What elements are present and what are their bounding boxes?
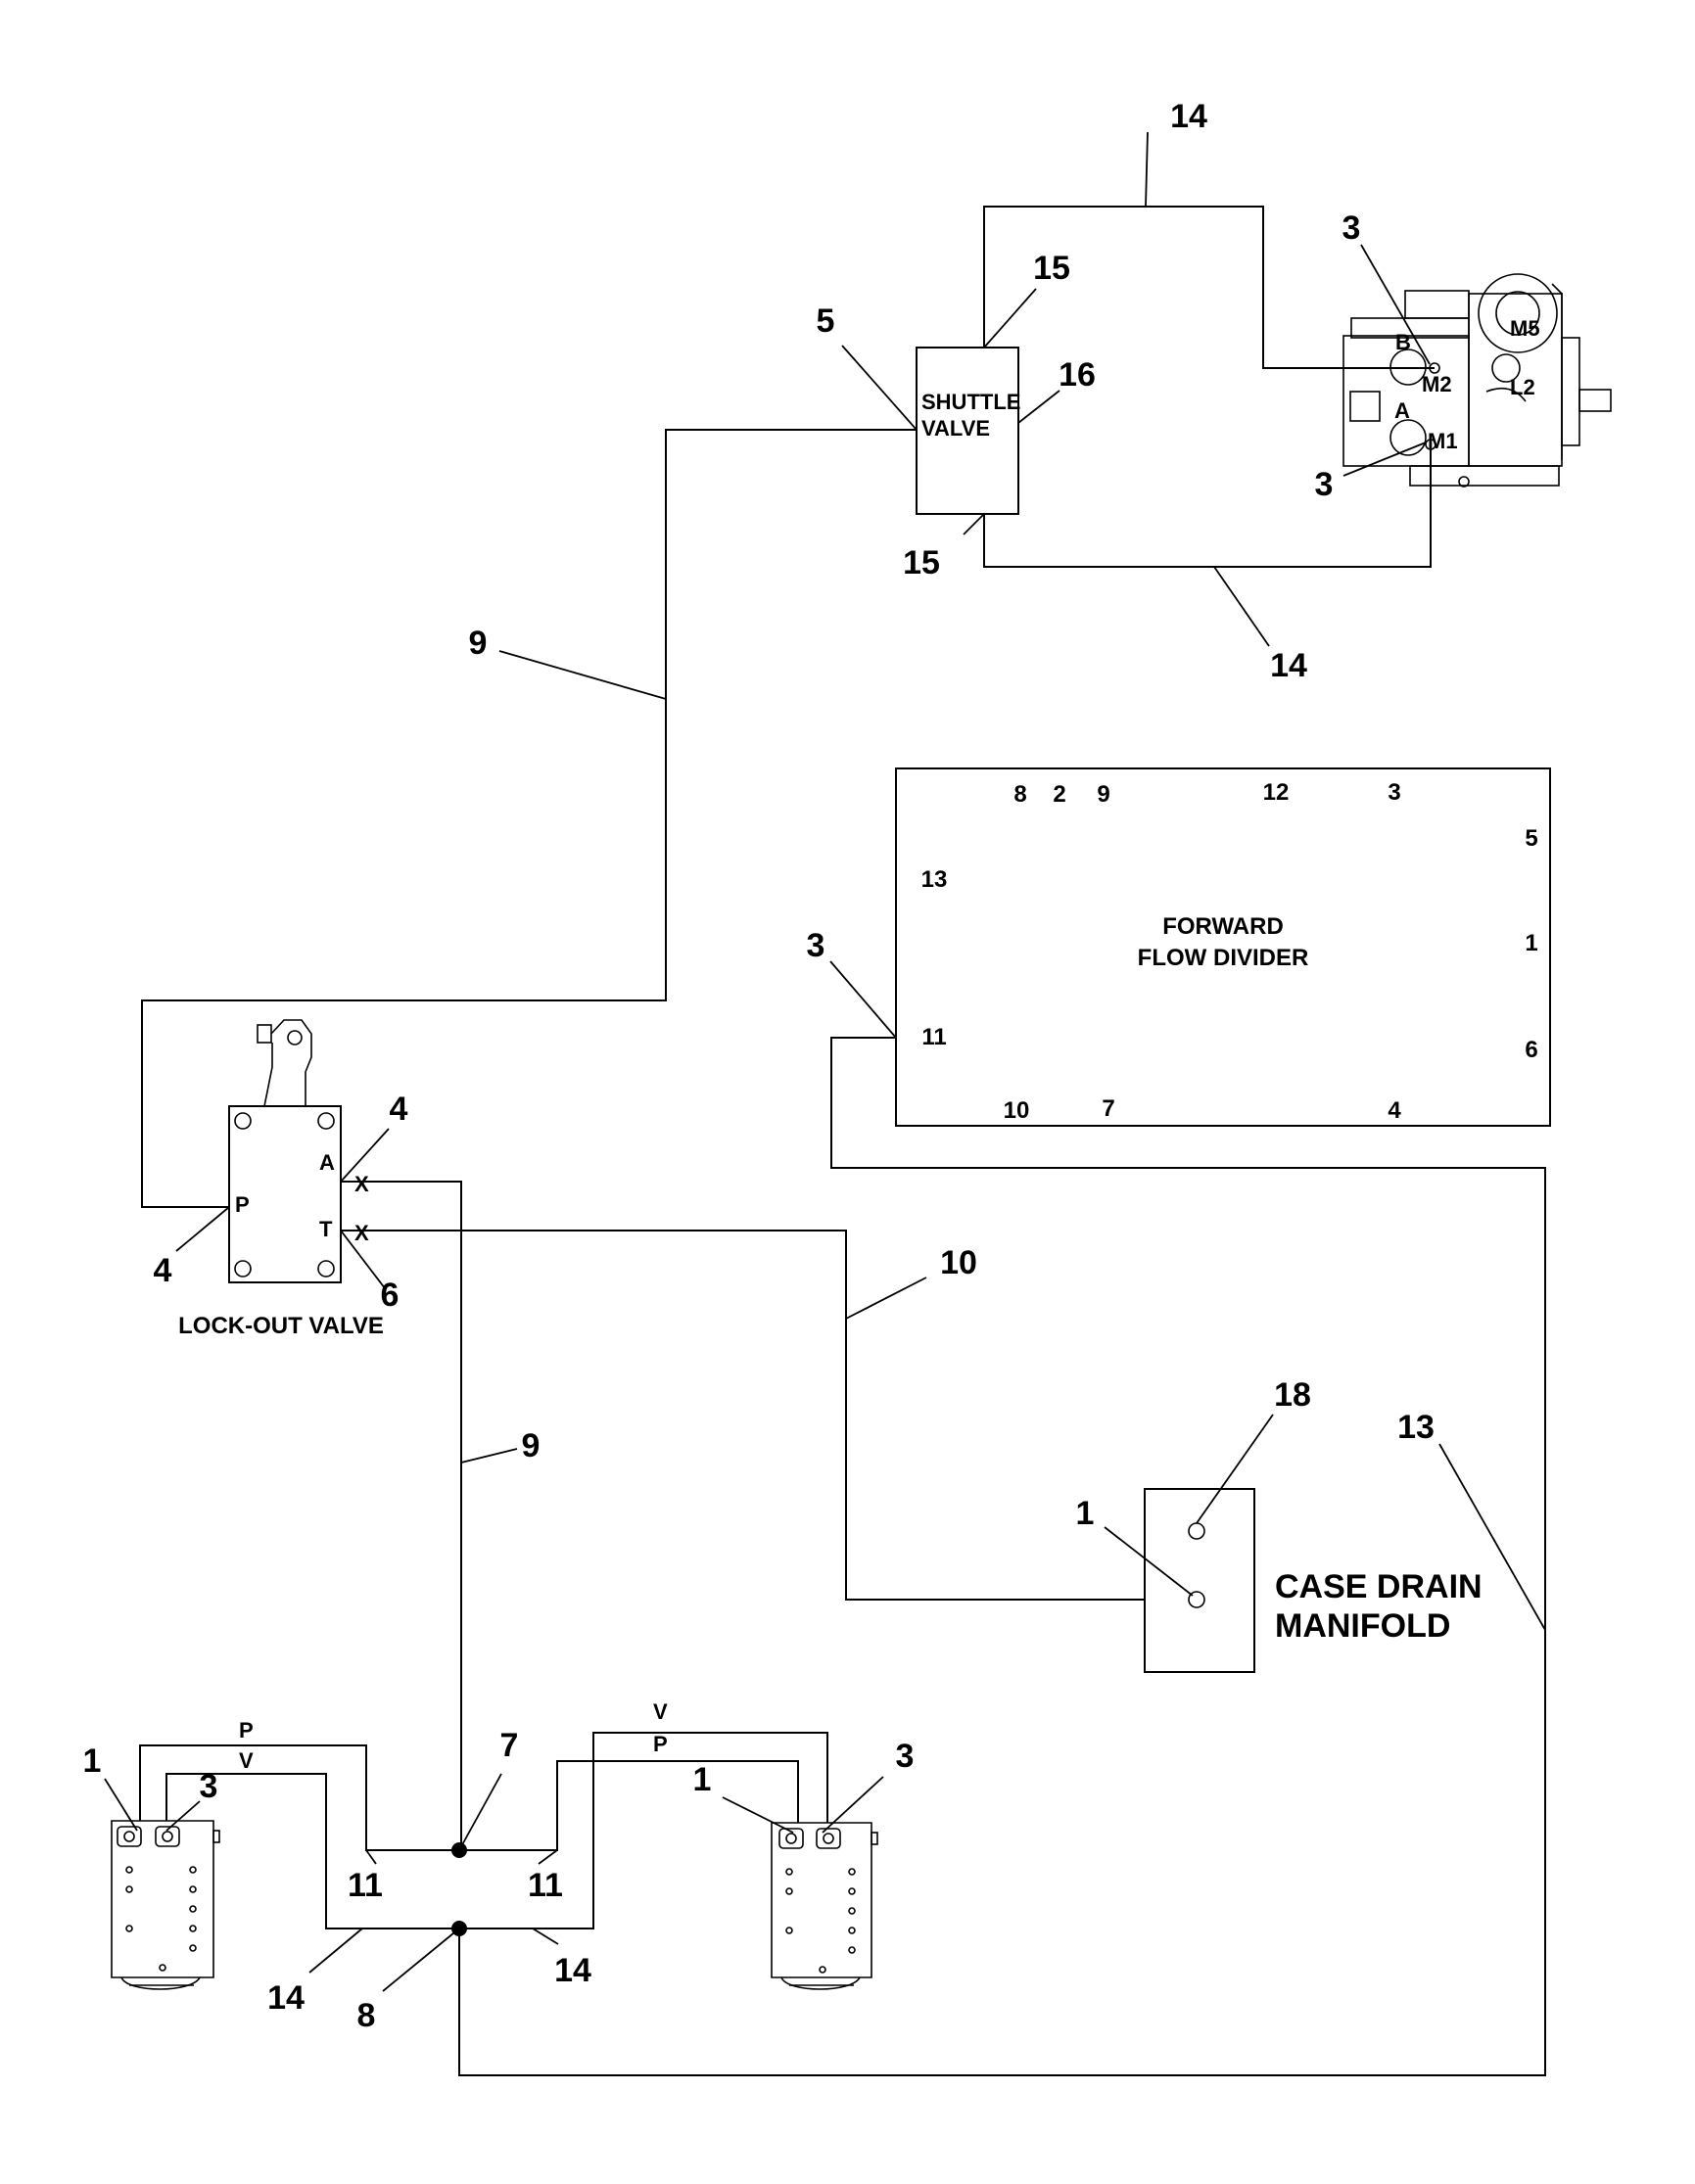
- callout-7: 7: [500, 1727, 519, 1764]
- pump-port-a: A: [1394, 398, 1410, 423]
- callout-14-right: 14: [554, 1952, 591, 1989]
- flow-divider-port-6: 6: [1525, 1037, 1537, 1063]
- callout-5: 5: [817, 302, 835, 340]
- callout-14-left: 14: [267, 1979, 305, 2017]
- hose-10: [341, 1230, 1197, 1601]
- flow-divider-port-9: 9: [1097, 781, 1109, 808]
- hydraulic-pump: B A M2 M1 M5 L2: [1342, 273, 1612, 488]
- hose-13: [458, 1037, 1546, 2076]
- forward-flow-divider: FORWARD FLOW DIVIDER 8 2 9 12 3 5 1 6 13…: [895, 767, 1551, 1127]
- flow-divider-port-2: 2: [1053, 781, 1065, 808]
- hose-14-lower: [983, 444, 1432, 568]
- shuttle-valve-label-1: SHUTTLE: [921, 390, 1020, 414]
- callout-11-left: 11: [348, 1867, 383, 1904]
- pump-port-m2: M2: [1422, 372, 1452, 396]
- shuttle-valve-label-2: VALVE: [921, 416, 990, 441]
- callout-14-top: 14: [1170, 98, 1207, 135]
- callout-13: 13: [1397, 1409, 1435, 1446]
- callout-14-lower: 14: [1270, 647, 1307, 684]
- flow-divider-label-1: FORWARD: [1162, 913, 1284, 940]
- flow-divider-port-1: 1: [1525, 930, 1537, 956]
- wheel-motor-right: V P: [653, 1699, 878, 1990]
- shuttle-valve: SHUTTLE VALVE: [916, 347, 1020, 515]
- hose-9-lower: [341, 1181, 462, 1850]
- callout-3-pump-upper: 3: [1342, 209, 1361, 247]
- lockout-valve: A P T X X LOCK-OUT VALVE: [178, 1019, 384, 1339]
- callout-15-lower: 15: [903, 544, 940, 581]
- callout-1-left-motor: 1: [83, 1743, 102, 1780]
- hose-14-left: [165, 1773, 459, 1929]
- pump-port-l2: L2: [1510, 375, 1535, 399]
- callout-15-upper: 15: [1033, 250, 1070, 287]
- callout-8: 8: [357, 1997, 376, 2034]
- callout-9-upper: 9: [469, 625, 488, 662]
- callout-1-right-motor: 1: [693, 1761, 712, 1798]
- flow-divider-port-3: 3: [1388, 779, 1400, 806]
- flow-divider-port-7: 7: [1102, 1095, 1114, 1122]
- callout-9-lower: 9: [522, 1427, 541, 1464]
- callout-18: 18: [1274, 1376, 1311, 1414]
- callout-16: 16: [1059, 356, 1096, 394]
- lockout-x-t: X: [354, 1221, 369, 1245]
- flow-divider-port-10: 10: [1004, 1097, 1030, 1124]
- left-motor-port-p: P: [239, 1718, 254, 1743]
- right-motor-port-v: V: [653, 1699, 668, 1724]
- hose-14-right: [459, 1732, 828, 1929]
- hose-11-left: [139, 1744, 459, 1851]
- case-drain-label-1: CASE DRAIN: [1275, 1568, 1483, 1605]
- flow-divider-port-5: 5: [1525, 825, 1537, 852]
- callout-4-p: 4: [154, 1252, 172, 1289]
- lockout-port-p: P: [235, 1192, 250, 1217]
- callout-3-pump-lower: 3: [1315, 466, 1334, 503]
- lockout-port-a: A: [319, 1150, 335, 1175]
- lockout-valve-label: LOCK-OUT VALVE: [178, 1313, 384, 1339]
- callout-4-a: 4: [390, 1091, 408, 1128]
- callout-3-right-motor: 3: [896, 1738, 915, 1775]
- callout-3-left-motor: 3: [200, 1768, 218, 1805]
- leader-lines: [104, 131, 1546, 1992]
- flow-divider-port-12: 12: [1263, 779, 1290, 806]
- callout-6: 6: [381, 1277, 400, 1314]
- lockout-x-a: X: [354, 1172, 369, 1196]
- flow-divider-port-8: 8: [1013, 781, 1026, 808]
- callout-11-right: 11: [528, 1867, 563, 1904]
- callouts: 14 3 15 5 16 3 15 14 9 3 4 4 6 10 18 13 …: [83, 98, 1435, 2034]
- flow-divider-port-11: 11: [921, 1024, 946, 1050]
- pump-port-b: B: [1395, 330, 1411, 354]
- case-drain-label-2: MANIFOLD: [1275, 1607, 1450, 1645]
- case-drain-manifold: CASE DRAIN MANIFOLD: [1144, 1488, 1483, 1673]
- hose-9-upper: [141, 429, 917, 1208]
- callout-3-flow-divider: 3: [807, 927, 825, 964]
- wheel-motor-left: P V: [111, 1718, 254, 1990]
- flow-divider-port-4: 4: [1388, 1097, 1401, 1124]
- callout-10: 10: [940, 1244, 977, 1281]
- right-motor-port-p: P: [653, 1732, 668, 1756]
- pump-port-m1: M1: [1428, 429, 1458, 453]
- flow-divider-port-13: 13: [921, 866, 948, 893]
- hose-lines: [139, 206, 1546, 2076]
- left-motor-port-v: V: [239, 1748, 254, 1773]
- hose-11-right: [459, 1760, 799, 1851]
- flow-divider-label-2: FLOW DIVIDER: [1138, 945, 1309, 971]
- lockout-port-t: T: [319, 1217, 333, 1241]
- hose-14-upper: [983, 206, 1435, 369]
- pump-port-m5: M5: [1510, 316, 1540, 341]
- callout-1-manifold: 1: [1076, 1495, 1095, 1532]
